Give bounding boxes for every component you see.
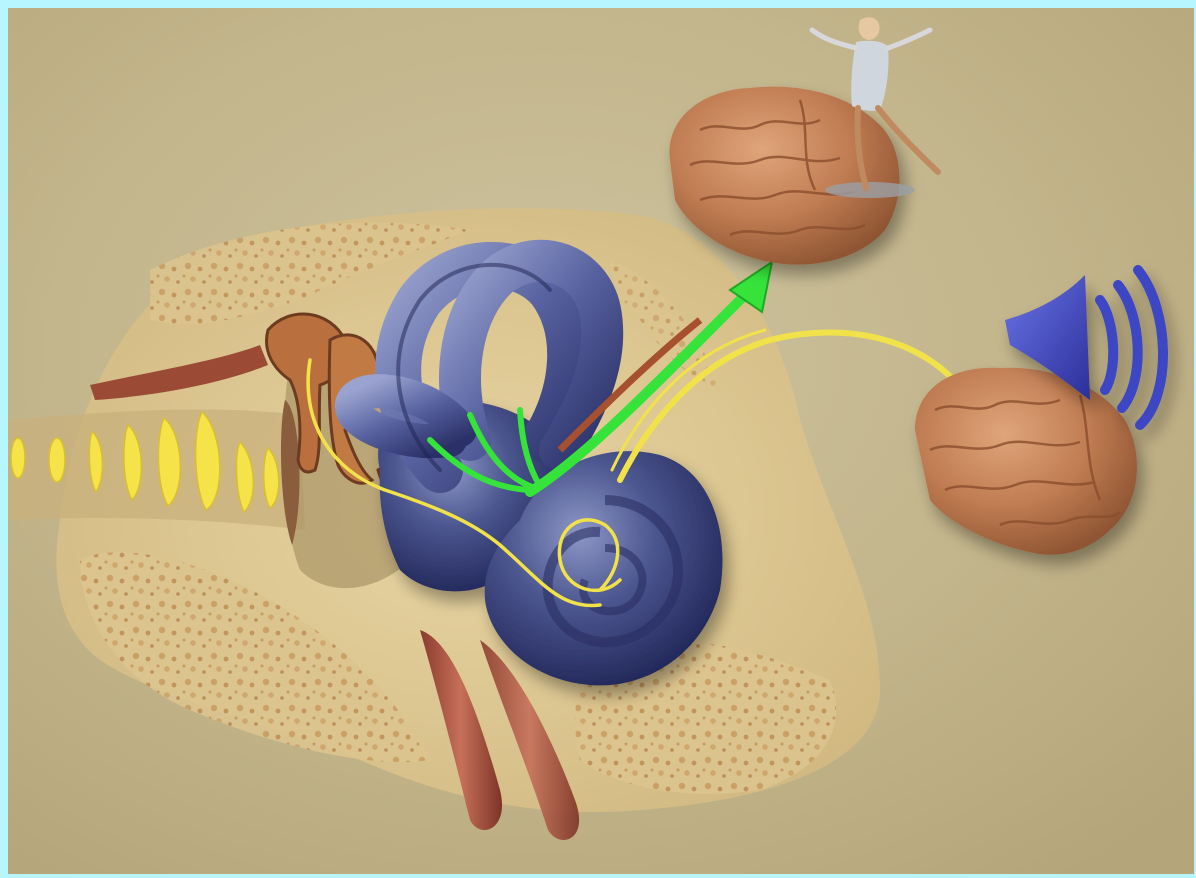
sound-wave: [11, 438, 25, 478]
sound-wave: [49, 438, 65, 482]
